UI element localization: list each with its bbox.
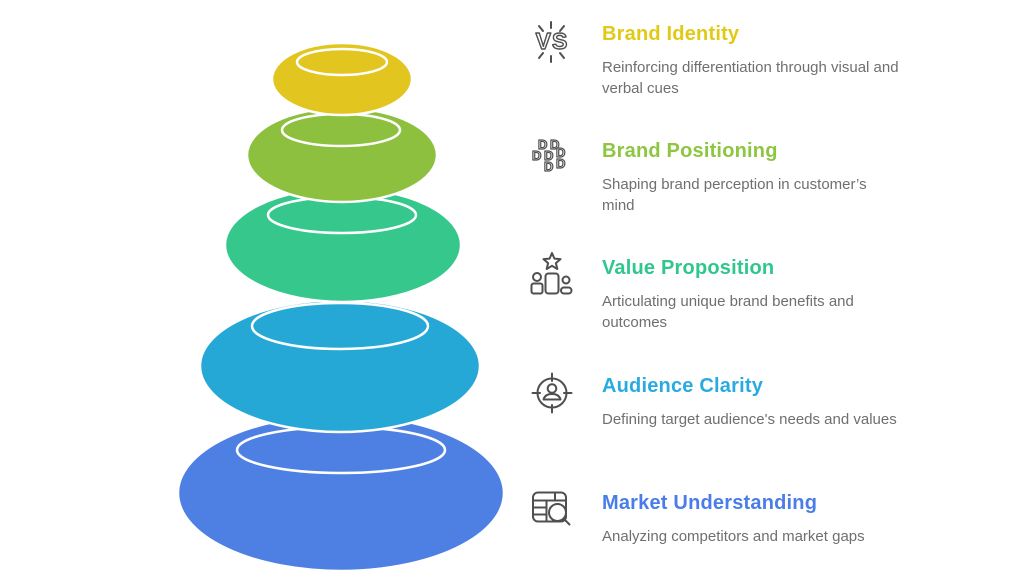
legend-item-text: Value Proposition Articulating unique br… xyxy=(602,247,902,333)
legend-item-description: Reinforcing differentiation through visu… xyxy=(602,59,899,97)
legend-item-description: Analyzing competitors and market gaps xyxy=(602,528,865,545)
pebble-level-1-rim xyxy=(295,47,389,77)
pebble-stack xyxy=(176,41,506,573)
svg-text:D: D xyxy=(550,137,559,152)
podium-star-icon xyxy=(528,251,576,299)
legend-item-text: Audience Clarity Defining target audienc… xyxy=(602,365,902,430)
legend-item-title: Audience Clarity xyxy=(602,375,764,397)
pebble-level-1 xyxy=(270,41,414,117)
legend-item-title: Brand Positioning xyxy=(602,140,778,162)
table-search-icon xyxy=(528,486,576,534)
svg-text:VS: VS xyxy=(536,28,569,54)
vs-burst-icon: VS xyxy=(528,17,576,65)
legend-item-brand-identity: VS Brand Identity Reinforcing differenti… xyxy=(528,13,958,99)
legend-item-title: Value Proposition xyxy=(602,257,775,279)
drops-cluster-icon: D D D D D D D xyxy=(528,134,576,182)
target-person-icon xyxy=(528,369,576,417)
svg-text:D: D xyxy=(532,148,541,163)
pebble-level-4 xyxy=(198,298,482,434)
pebble-level-2 xyxy=(245,106,439,204)
legend-item-title: Brand Identity xyxy=(602,23,740,45)
svg-text:D: D xyxy=(538,137,547,152)
pebble-level-5 xyxy=(176,413,506,573)
legend-item-text: Brand Identity Reinforcing differentiati… xyxy=(602,13,902,99)
legend-item-description: Articulating unique brand benefits and o… xyxy=(602,293,854,331)
legend-item-audience-clarity: Audience Clarity Defining target audienc… xyxy=(528,365,958,430)
legend-item-title: Market Understanding xyxy=(602,492,818,514)
legend-item-description: Defining target audience's needs and val… xyxy=(602,411,897,428)
svg-text:D: D xyxy=(544,159,553,174)
legend-item-market-understanding: Market Understanding Analyzing competito… xyxy=(528,482,958,547)
svg-text:D: D xyxy=(544,148,553,163)
legend-item-text: Market Understanding Analyzing competito… xyxy=(602,482,902,547)
legend-item-value-proposition: Value Proposition Articulating unique br… xyxy=(528,247,958,333)
legend-item-description: Shaping brand perception in customer’s m… xyxy=(602,176,867,214)
svg-text:D: D xyxy=(556,156,565,171)
svg-text:D: D xyxy=(556,145,565,160)
legend-item-text: Brand Positioning Shaping brand percepti… xyxy=(602,130,902,216)
legend-item-brand-positioning: D D D D D D D Brand Positioning Shaping … xyxy=(528,130,958,216)
pebble-level-3 xyxy=(223,186,463,304)
